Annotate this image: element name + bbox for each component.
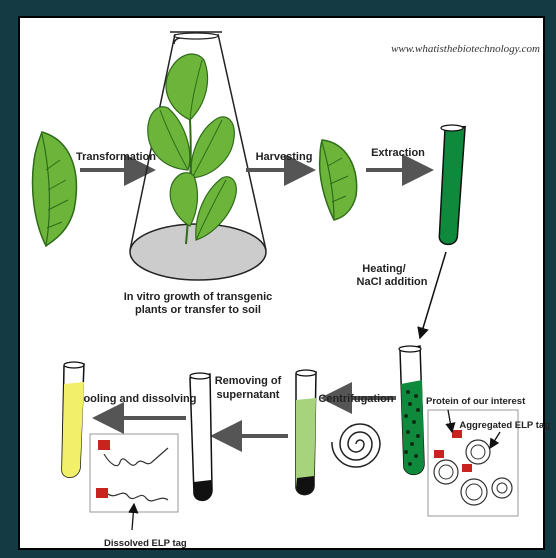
centrifuge-spiral-icon <box>332 424 380 467</box>
transformation-label: Transformation <box>76 151 156 163</box>
website-url: www.whatisthebiotechnology.com <box>391 43 540 55</box>
dissolved-callout: Dissolved ELP tag <box>104 538 187 549</box>
dissolved-tube <box>62 362 84 477</box>
leaf-icon <box>33 132 77 246</box>
removing-label-line2: supernatant <box>217 389 280 401</box>
harvested-leaf-icon <box>320 140 357 220</box>
invitro-label-line2: plants or transfer to soil <box>135 304 261 316</box>
dissolved-protein-inset <box>90 434 178 512</box>
heating-label-line1: Heating/ <box>362 263 405 275</box>
invitro-label-line1: In vitro growth of transgenic <box>124 291 273 303</box>
centrifuged-tube <box>296 370 316 495</box>
harvesting-label: Harvesting <box>256 151 313 163</box>
extraction-label: Extraction <box>371 147 425 159</box>
extract-tube <box>439 125 465 245</box>
aggregated-callout: Aggregated ELP tag <box>459 420 550 431</box>
heating-label-line2: NaCl addition <box>357 276 428 288</box>
removing-label-line1: Removing of <box>215 375 282 387</box>
cooling-label: Cooling and dissolving <box>76 393 197 405</box>
centrifugation-label: Centrifugation <box>318 393 393 405</box>
aggregated-tube <box>399 346 424 474</box>
protein-callout: Protein of our interest <box>426 396 526 407</box>
heating-arrow <box>420 252 446 338</box>
